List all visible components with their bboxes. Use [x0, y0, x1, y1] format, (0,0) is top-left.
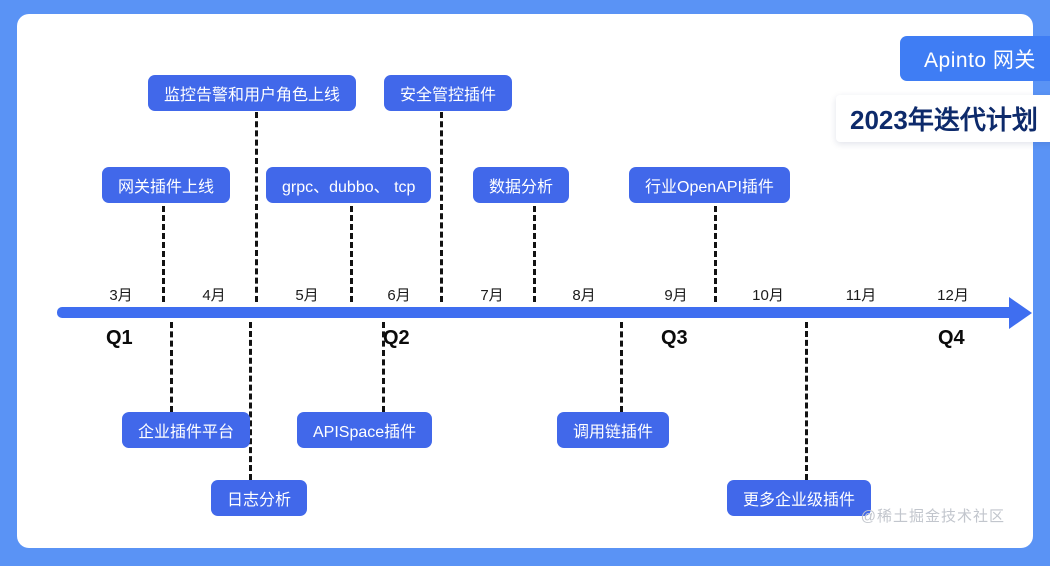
month-label: 9月: [664, 287, 688, 304]
connector-dashed-line: [805, 322, 808, 480]
page-title: 2023年迭代计划: [850, 105, 1038, 135]
connector-dashed-line: [714, 206, 717, 302]
connector-dashed-line: [382, 322, 385, 412]
milestone-pill[interactable]: 日志分析: [211, 480, 308, 516]
brand-badge[interactable]: Apinto 网关: [900, 36, 1050, 81]
connector-dashed-line: [249, 322, 252, 480]
milestone-pill[interactable]: 行业OpenAPI插件: [629, 167, 790, 203]
connector-dashed-line: [440, 112, 443, 302]
watermark: @稀土掘金技术社区: [860, 508, 1005, 525]
connector-dashed-line: [170, 322, 173, 412]
timeline-axis-bar: [57, 307, 1019, 318]
milestone-pill[interactable]: 监控告警和用户角色上线: [148, 75, 357, 111]
connector-dashed-line: [255, 112, 258, 302]
quarter-label: Q1: [106, 327, 133, 349]
connector-dashed-line: [162, 206, 165, 302]
brand-badge-label: Apinto 网关: [924, 48, 1036, 72]
quarter-label: Q3: [661, 327, 688, 349]
month-label: 7月: [480, 287, 504, 304]
milestone-pill[interactable]: 网关插件上线: [102, 167, 231, 203]
month-label: 4月: [202, 287, 226, 304]
connector-dashed-line: [620, 322, 623, 412]
month-label: 10月: [752, 287, 784, 304]
month-label: 12月: [937, 287, 969, 304]
milestone-pill[interactable]: 数据分析: [473, 167, 570, 203]
milestone-pill[interactable]: 安全管控插件: [384, 75, 513, 111]
title-card: 2023年迭代计划: [836, 95, 1050, 142]
milestone-pill[interactable]: grpc、dubbo、 tcp: [266, 167, 432, 203]
month-label: 3月: [109, 287, 133, 304]
milestone-pill[interactable]: 调用链插件: [557, 412, 670, 448]
month-label: 8月: [572, 287, 596, 304]
quarter-label: Q2: [383, 327, 410, 349]
month-label: 5月: [295, 287, 319, 304]
quarter-label: Q4: [938, 327, 965, 349]
milestone-pill[interactable]: APISpace插件: [297, 412, 433, 448]
month-label: 6月: [387, 287, 411, 304]
connector-dashed-line: [350, 206, 353, 302]
milestone-pill[interactable]: 企业插件平台: [122, 412, 251, 448]
milestone-pill[interactable]: 更多企业级插件: [727, 480, 872, 516]
month-label: 11月: [845, 287, 877, 304]
timeline-axis-arrow-icon: [1009, 297, 1032, 329]
connector-dashed-line: [533, 206, 536, 302]
